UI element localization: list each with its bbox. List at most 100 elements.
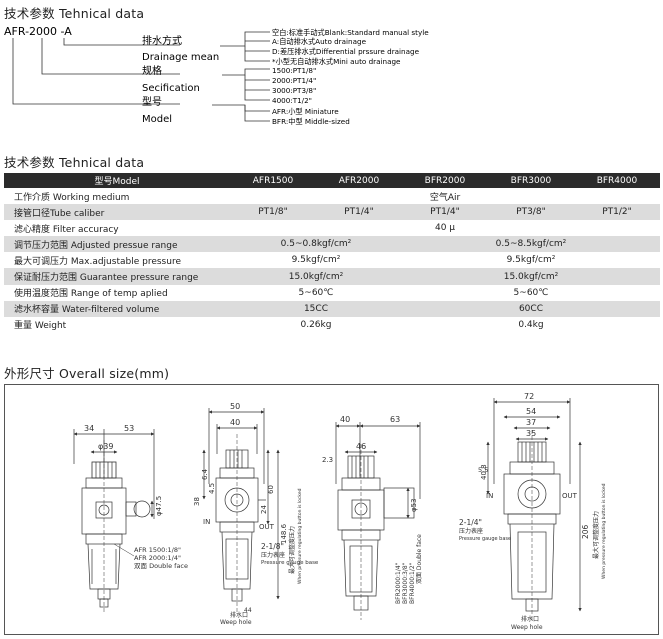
row-cell: 15CC xyxy=(230,300,402,317)
row-cell: PT1/4" xyxy=(315,204,402,221)
svg-text:63: 63 xyxy=(390,415,400,424)
size-option: 1500:PT1/8" xyxy=(272,66,316,75)
row-cell: 0.5~8.5kgf/cm² xyxy=(401,236,660,253)
model-option: BFR:中型 Middle-sized xyxy=(272,117,350,126)
size-option: 4000:T1/2" xyxy=(272,96,312,105)
svg-text:2-1/4": 2-1/4" xyxy=(459,518,482,527)
svg-text:双面 Double face: 双面 Double face xyxy=(134,562,188,570)
drain-option: *小型无自动排水式Mini auto drainage xyxy=(272,57,401,66)
svg-text:When pressure regulating butto: When pressure regulating button is locke… xyxy=(297,488,303,584)
col-header: AFR1500 xyxy=(230,173,316,188)
svg-text:34: 34 xyxy=(84,424,94,433)
row-cell: 40 μ xyxy=(230,220,660,237)
svg-text:40.8: 40.8 xyxy=(480,464,488,480)
drawing-bfr xyxy=(335,422,421,620)
field-size-cn: 规格 xyxy=(142,64,162,77)
col-header: BFR3000 xyxy=(487,173,574,188)
drain-option: 空白:标准手动式Blank:Standard manual style xyxy=(272,28,429,37)
col-header: BFR4000 xyxy=(573,173,660,188)
svg-text:排水口: 排水口 xyxy=(230,611,248,619)
svg-text:35: 35 xyxy=(526,429,536,438)
row-label: 调节压力范围 Adjusted pressue range xyxy=(4,236,230,253)
row-label: 最大可调压力 Max.adjustable pressure xyxy=(4,252,230,269)
field-size-en: Secification xyxy=(142,83,200,94)
svg-text:最大可调整度压力: 最大可调整度压力 xyxy=(592,511,600,559)
overall-size-frame xyxy=(4,384,659,635)
svg-text:4.5: 4.5 xyxy=(208,483,216,494)
svg-text:BFR4000:1/2": BFR4000:1/2" xyxy=(409,562,416,604)
field-drain-cn: 排水方式 xyxy=(142,34,182,47)
svg-text:AFR 1500:1/8": AFR 1500:1/8" xyxy=(134,546,181,554)
row-cell: 0.4kg xyxy=(401,316,660,333)
field-drain-en: Drainage mean xyxy=(142,52,219,63)
svg-text:When pressure regulating butto: When pressure regulating button is locke… xyxy=(601,483,607,579)
row-label: 接管口径Tube caliber xyxy=(4,204,230,221)
svg-text:压力表座: 压力表座 xyxy=(261,551,285,559)
row-cell: 9.5kgf/cm² xyxy=(401,252,660,269)
svg-text:6.4: 6.4 xyxy=(201,468,209,480)
row-label: 保证耐压力范围 Guarantee pressure range xyxy=(4,268,230,285)
row-cell: 15.0kgf/cm² xyxy=(230,268,402,285)
spec-table: 型号Model AFR1500 AFR2000 BFR2000 BFR3000 … xyxy=(4,173,660,333)
field-model-cn: 型号 xyxy=(142,95,162,108)
svg-text:37: 37 xyxy=(526,418,536,427)
model-code-diagram: AFR-2000 -A 排水方式 Drainage mean 规格 Secifi… xyxy=(4,25,429,126)
col-header: 型号Model xyxy=(4,173,230,188)
drawing-afr-section xyxy=(202,408,280,612)
svg-text:压力表座: 压力表座 xyxy=(459,527,483,535)
row-label: 使用温度范围 Range of temp aplied xyxy=(4,284,230,301)
svg-text:5.5: 5.5 xyxy=(478,466,488,474)
svg-text:φ47.5: φ47.5 xyxy=(155,496,163,516)
svg-text:OUT: OUT xyxy=(562,492,578,500)
row-cell: 9.5kgf/cm² xyxy=(230,252,402,269)
row-cell: PT3/8" xyxy=(487,204,574,221)
svg-text:53: 53 xyxy=(124,424,134,433)
svg-text:40: 40 xyxy=(230,418,240,427)
svg-text:50: 50 xyxy=(230,402,240,411)
svg-text:最大可调整度压力: 最大可调整度压力 xyxy=(288,526,296,574)
svg-text:φ53: φ53 xyxy=(410,498,418,512)
svg-text:24: 24 xyxy=(260,505,268,514)
spec-table-header: 型号Model AFR1500 AFR2000 BFR2000 BFR3000 … xyxy=(4,173,660,188)
section2-title: 技术参数 Tehnical data xyxy=(4,155,145,170)
svg-text:148.6: 148.6 xyxy=(280,523,288,544)
row-label: 滤心精度 Filter accuracy xyxy=(4,220,230,237)
row-cell: PT1/8" xyxy=(230,204,316,221)
overall-size-drawings: 34 53 φ39 φ47.5 AFR 1500:1/8" AFR 2000:1… xyxy=(73,392,607,631)
svg-text:AFR 2000:1/4": AFR 2000:1/4" xyxy=(134,554,181,562)
svg-text:排水口: 排水口 xyxy=(521,615,539,623)
col-header: AFR2000 xyxy=(315,173,402,188)
row-label: 滤水杯容量 Water-filtered volume xyxy=(4,300,230,317)
svg-text:40: 40 xyxy=(340,415,350,424)
svg-text:2.3: 2.3 xyxy=(322,456,333,464)
drain-option: A:自动排水式Auto drainage xyxy=(272,37,367,46)
model-option: AFR:小型 Miniature xyxy=(272,107,339,116)
svg-text:Pressure gauge base: Pressure gauge base xyxy=(459,536,511,542)
svg-text:46: 46 xyxy=(356,442,366,451)
field-model-en: Model xyxy=(142,114,172,125)
svg-text:BFR3000:3/8": BFR3000:3/8" xyxy=(402,562,409,604)
svg-text:IN: IN xyxy=(486,492,493,500)
svg-text:60: 60 xyxy=(267,485,275,494)
svg-text:44: 44 xyxy=(244,607,252,614)
svg-text:BFR2000:1/4": BFR2000:1/4" xyxy=(395,562,402,604)
size-option: 2000:PT1/4" xyxy=(272,76,316,85)
drawing-afr xyxy=(73,429,155,614)
svg-text:Weep hole: Weep hole xyxy=(511,624,543,631)
row-cell: 5~60℃ xyxy=(230,284,402,301)
row-cell: 0.5~0.8kgf/cm² xyxy=(230,236,402,253)
drawing-bfr-section xyxy=(486,398,582,622)
row-label: 重量 Weight xyxy=(4,316,230,333)
col-header: BFR2000 xyxy=(401,173,488,188)
row-cell: PT1/4" xyxy=(401,204,488,221)
drain-option: D:差压排水式Differential prssure drainage xyxy=(272,47,420,56)
svg-text:IN: IN xyxy=(203,518,210,526)
